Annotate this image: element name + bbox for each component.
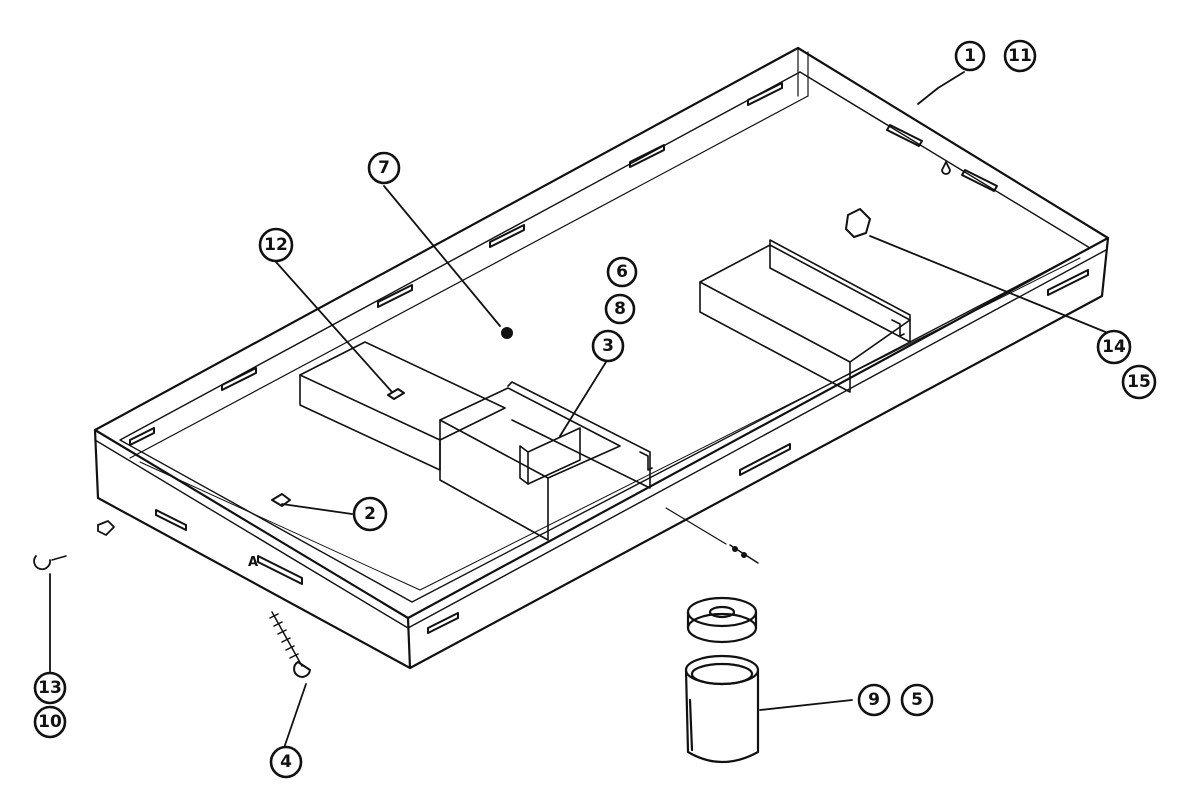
callout-14: 14 [1096,329,1132,365]
callout-label-9: 9 [868,690,880,710]
callout-7: 7 [367,151,401,185]
container-jar [684,596,760,763]
callout-label-7: 7 [378,158,390,178]
stamp-letter: A [248,555,258,570]
callout-label-10: 10 [38,712,62,732]
divider-panels [299,239,911,541]
callout-label-15: 15 [1127,372,1151,392]
callout-label-6: 6 [616,262,628,282]
leader-lines [49,71,1131,749]
callout-label-11: 11 [1008,46,1032,66]
callout-13: 13 [33,671,67,705]
callout-8: 8 [604,293,636,325]
callout-3: 3 [591,329,625,363]
callout-label-1: 1 [964,46,976,66]
rim-slots [129,82,1089,634]
drip-pan [93,46,1110,670]
callout-1: 1 [954,40,986,72]
callout-6: 6 [606,256,638,288]
callout-label-4: 4 [280,752,292,772]
callout-label-3: 3 [602,336,614,356]
callout-10: 10 [33,705,67,739]
bracket [519,427,581,485]
callout-label-13: 13 [38,678,62,698]
callout-label-2: 2 [364,504,376,524]
callout-2: 2 [352,496,388,532]
callout-label-5: 5 [911,690,923,710]
callout-9: 9 [857,683,891,717]
callout-12: 12 [258,227,294,263]
small-parts [33,161,951,678]
callout-15: 15 [1121,364,1157,400]
callout-label-14: 14 [1102,337,1126,357]
callout-5: 5 [900,683,934,717]
callout-4: 4 [269,745,303,779]
callout-label-8: 8 [614,299,626,319]
callout-label-12: 12 [264,235,288,255]
callout-11: 11 [1003,39,1037,73]
